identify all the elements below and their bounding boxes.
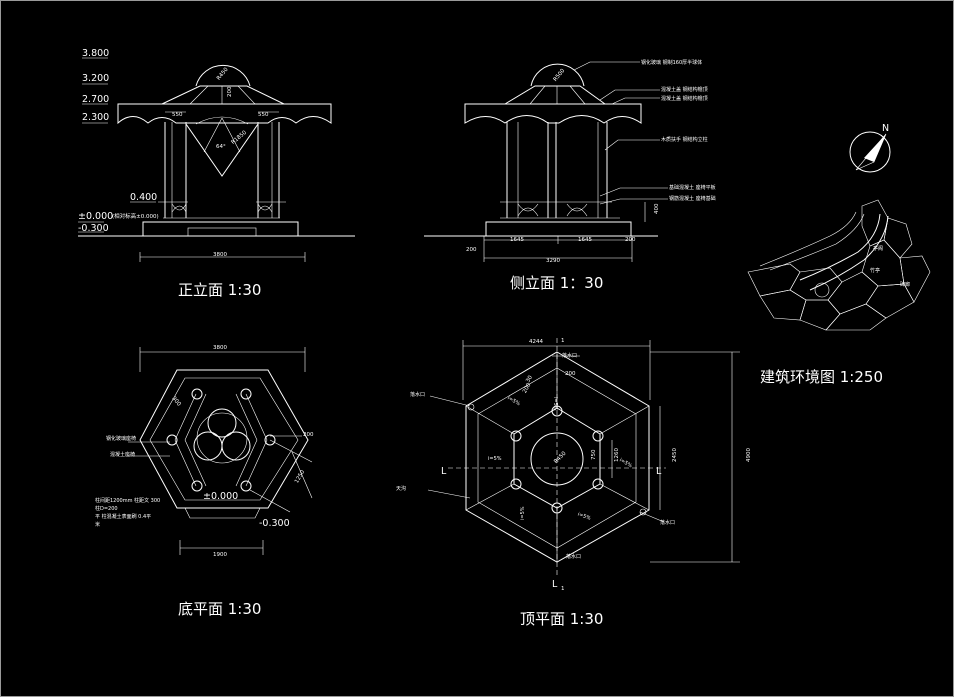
front-dim-550-right: 550 [258, 112, 269, 118]
north-arrow [849, 131, 891, 173]
bottom-dim-1900: 1900 [213, 552, 227, 558]
front-dim-550-left: 550 [172, 112, 183, 118]
top-label-drain-2: 落水口 [562, 352, 577, 359]
front-level-note: (相对标高±0.000) [112, 212, 159, 220]
title-top-plan: 顶平面 1:30 [520, 610, 603, 628]
front-dim-200: 200 [227, 86, 233, 97]
top-dim-200-b: 200 [522, 382, 533, 395]
top-slope-6: i=5% [577, 511, 592, 521]
top-dim-750: 750 [591, 449, 597, 460]
bottom-dim-1250: 1250 [294, 469, 306, 485]
side-dim-200-right: 200 [625, 237, 636, 243]
top-dim-r450: R450 [553, 450, 568, 465]
front-level-1: 3.800 [82, 48, 109, 59]
bottom-dim-3800: 3800 [213, 345, 227, 351]
top-dim-4244: 4244 [529, 339, 543, 345]
front-level-3: 2.700 [82, 94, 109, 105]
top-slope-5: i=5% [520, 506, 526, 520]
title-site-plan: 建筑环境图 1:250 [760, 368, 883, 386]
front-level-4: 2.300 [82, 112, 109, 123]
top-section-sub-top: 1 [561, 338, 565, 344]
side-callout-3: 混凝土盖 钢结构檐顶 [661, 95, 708, 102]
top-dim-200-a: 200 [565, 371, 576, 377]
top-slope-2: i=5% [552, 397, 558, 411]
top-dim-4900: 4900 [746, 448, 752, 462]
title-bottom-plan: 底平面 1:30 [178, 600, 261, 618]
side-callout-5: 基础混凝土 座椅平板 [669, 184, 716, 191]
front-level-7: -0.300 [78, 223, 109, 234]
top-slope-4: i=5% [618, 457, 633, 469]
side-callout-6: 钢筋混凝土 座椅基础 [669, 195, 716, 202]
site-label-1: 亭阁 [873, 245, 883, 252]
bottom-dim-300: 300 [170, 396, 182, 408]
front-level-5: 0.400 [130, 192, 157, 203]
top-label-drain-4: 落水口 [566, 553, 581, 560]
side-dim-1645-right: 1645 [578, 237, 592, 243]
top-dim-1260: 1260 [614, 448, 620, 462]
top-plan [427, 338, 740, 576]
side-dim-dome: R500 [553, 68, 567, 83]
top-label-drain-1: 落水口 [410, 391, 425, 398]
bottom-note-3: 平 柱混凝土表面刷 0.4平 [95, 513, 151, 520]
site-label-2: 竹亭 [870, 267, 880, 274]
north-label: N [882, 123, 889, 134]
top-label-drain-3: 落水口 [660, 519, 675, 526]
bottom-label-concrete-seat: 混凝土座椅 [110, 451, 135, 458]
bottom-level-0: ±0.000 [203, 491, 238, 502]
top-slope-3: i=5% [488, 456, 502, 462]
top-section-mark-right: L [656, 466, 662, 477]
front-dim-angle: 64° [216, 144, 226, 150]
front-dim-total: 3800 [213, 252, 227, 258]
bottom-note-4: 米 [95, 521, 100, 528]
bottom-dim-200: 200 [303, 432, 314, 438]
side-dim-400: 400 [654, 203, 660, 214]
title-side-elevation: 侧立面 1：30 [510, 274, 603, 292]
side-dim-200-left: 200 [466, 247, 477, 253]
front-elevation [78, 57, 355, 262]
site-label-3: 碑廊 [900, 281, 910, 288]
front-dim-dome: R450 [216, 66, 230, 81]
side-callout-4: 木质扶手 钢结构立柱 [661, 136, 708, 143]
bottom-plan [128, 347, 313, 555]
side-dim-1645-left: 1645 [510, 237, 524, 243]
top-label-gutter: 天沟 [396, 485, 406, 492]
title-front-elevation: 正立面 1:30 [178, 281, 261, 299]
top-dim-30: 30 [525, 374, 534, 383]
side-callout-1: 钢化玻璃 钢制160厚半球体 [641, 59, 702, 66]
front-level-2: 3.200 [82, 73, 109, 84]
side-dim-total: 3290 [546, 258, 560, 264]
front-level-6: ±0.000 [78, 211, 113, 222]
side-callout-2: 混凝土盖 钢结构檐顶 [661, 86, 708, 93]
top-section-mark-left: L [441, 466, 447, 477]
top-slope-1: i=5% [506, 395, 521, 407]
bottom-label-glass-seat: 钢化玻璃座椅 [106, 435, 136, 442]
top-section-mark-bottom: L [552, 579, 558, 590]
bottom-note-2: 柱D=200 [95, 505, 118, 512]
site-plan [747, 131, 931, 331]
top-dim-2450: 2450 [672, 448, 678, 462]
front-dim-arc: R1850 [230, 130, 248, 146]
top-section-sub-bottom: 1 [561, 586, 565, 592]
side-elevation [424, 61, 668, 262]
bottom-level-1: -0.300 [259, 518, 290, 529]
bottom-note-1: 柱间距1200mm 柱距文 300 [95, 497, 160, 504]
